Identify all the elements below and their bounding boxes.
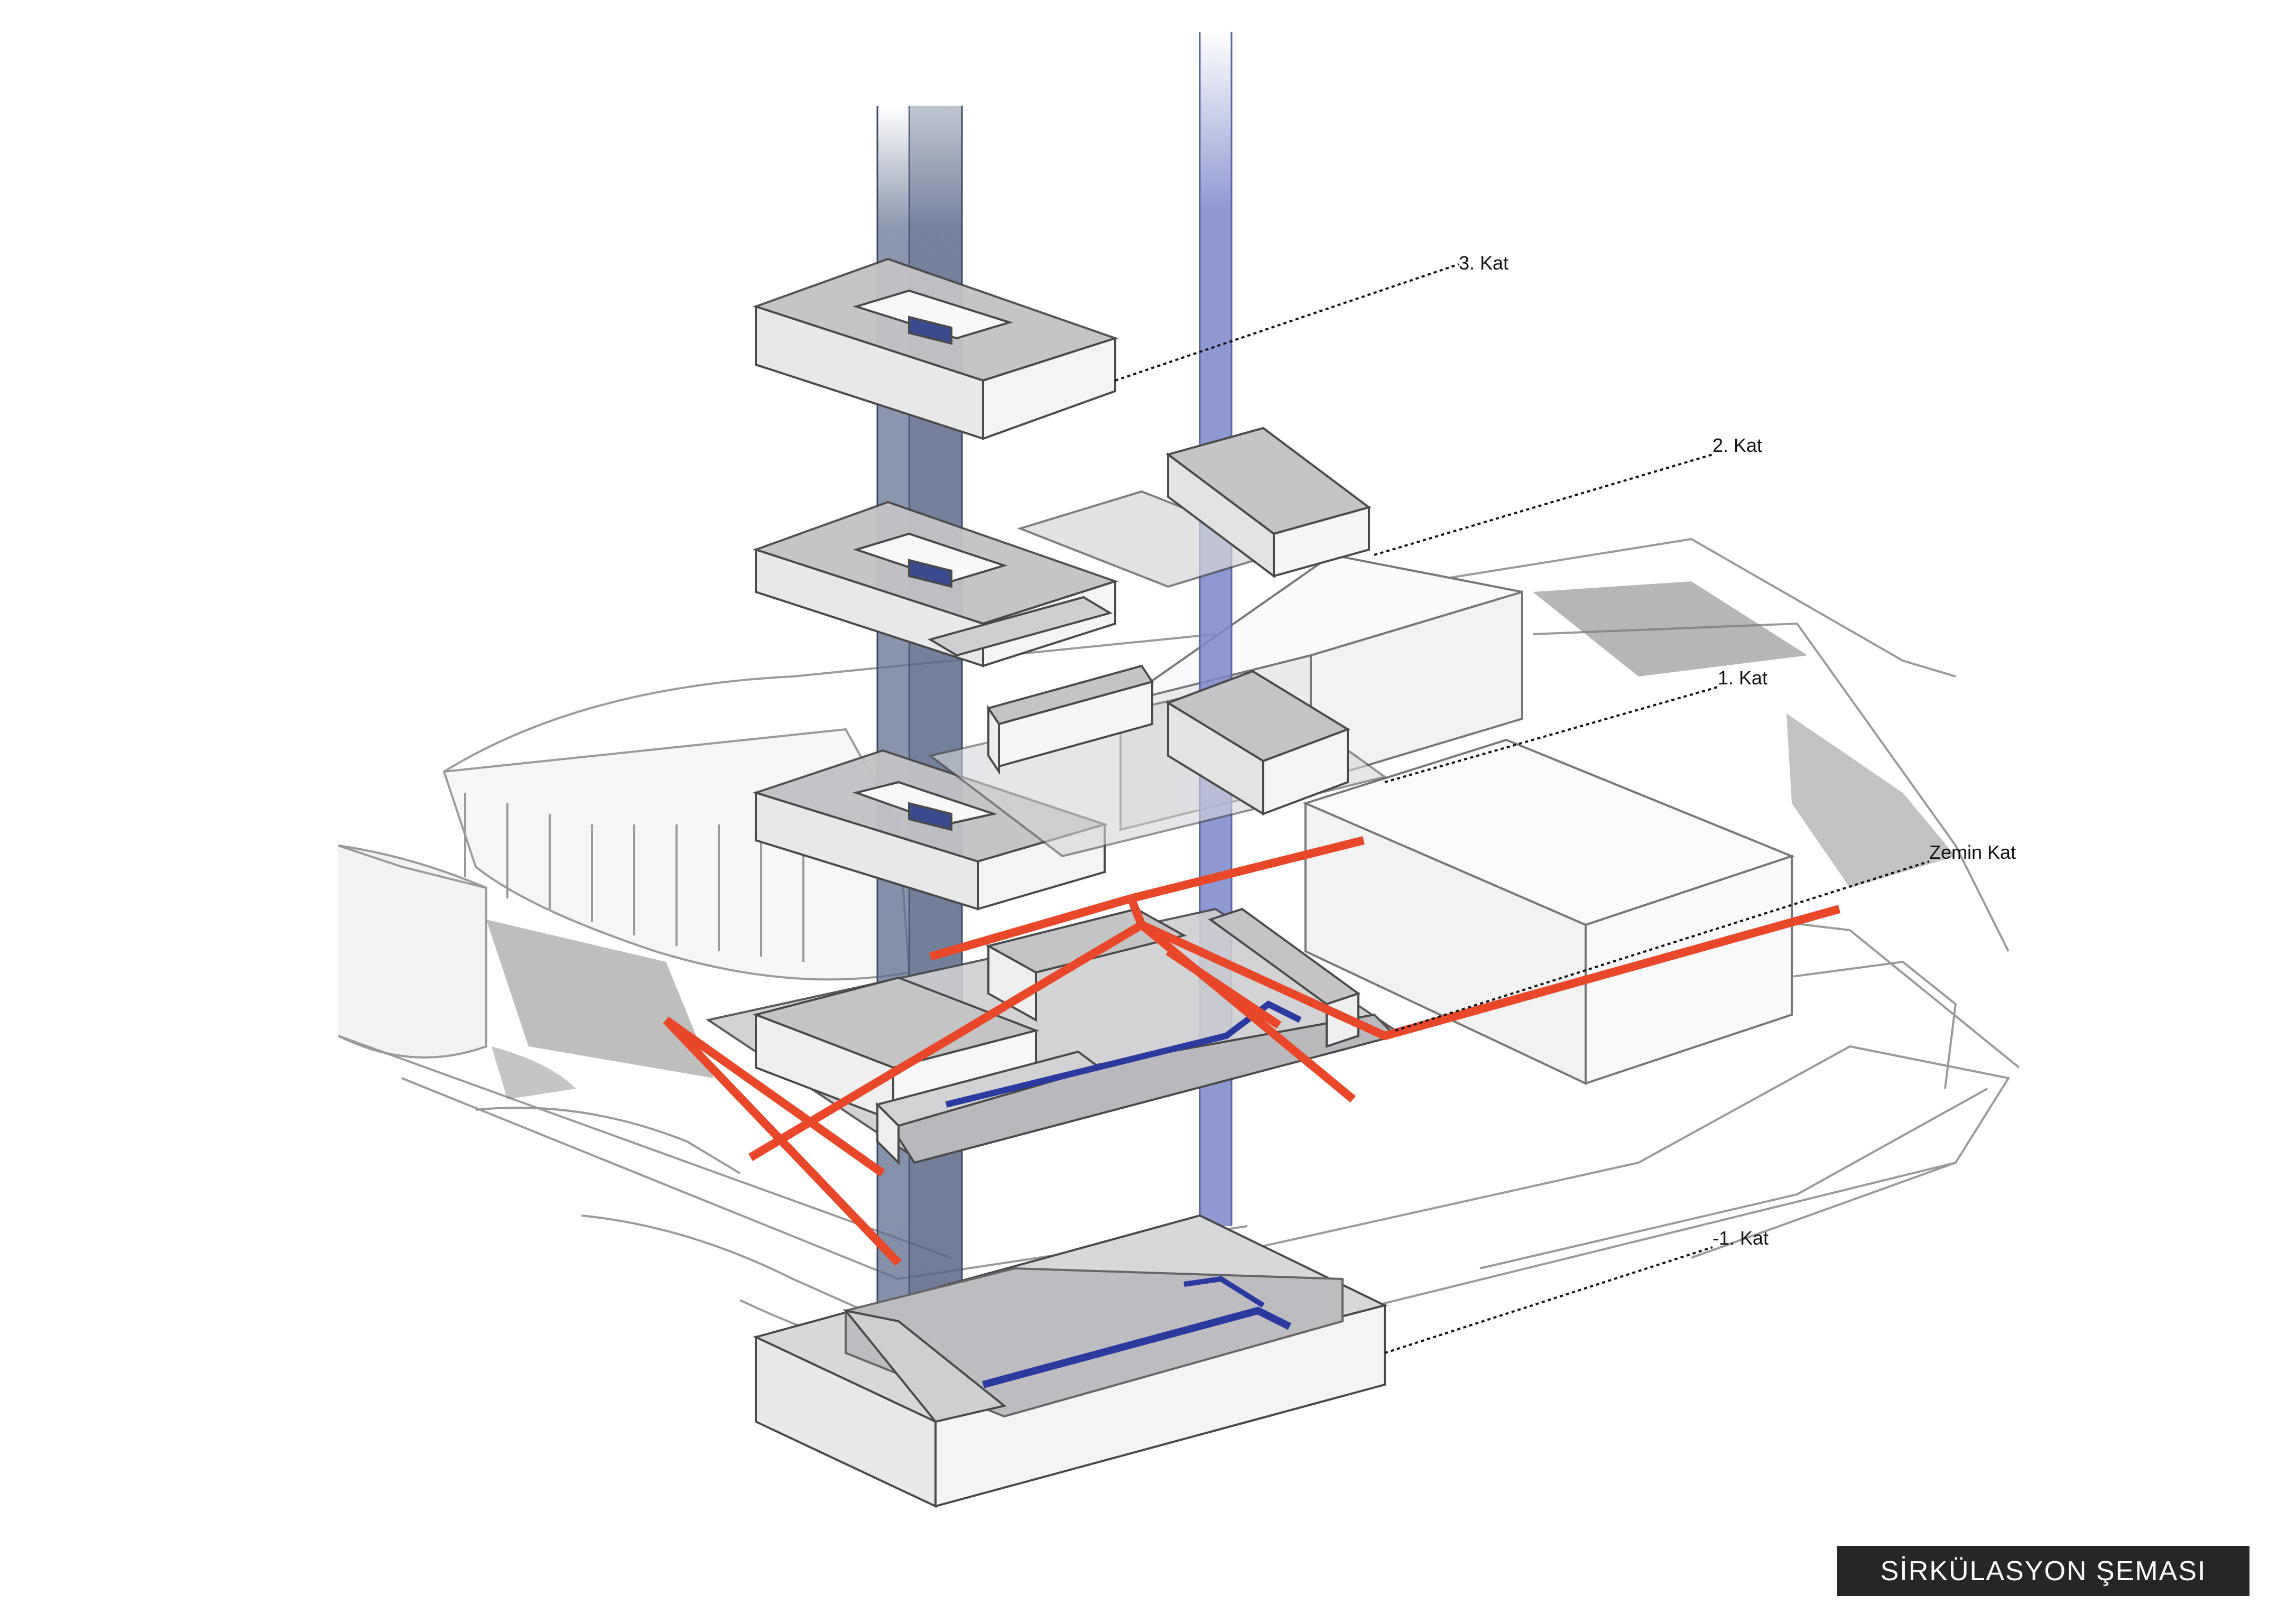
label-floor-2: 2. Kat [1712, 434, 1762, 456]
floor-1 [752, 664, 1387, 911]
horizontal-circulation [663, 836, 1841, 1266]
floor-2 [752, 426, 1372, 667]
label-basement-floor: -1. Kat [1712, 1227, 1769, 1249]
shadows [486, 581, 1956, 1099]
leader-lines [1115, 263, 1930, 1354]
label-ground-floor: Zemin Kat [1929, 841, 2016, 863]
neighbor-block-lower [1302, 738, 1795, 1086]
floor-ground [705, 907, 1398, 1165]
floor-basement [753, 1214, 1388, 1508]
label-floor-1: 1. Kat [1718, 667, 1767, 689]
label-floor-3: 3. Kat [1459, 252, 1508, 274]
floor-labels: 3. Kat 2. Kat 1. Kat Zemin Kat -1. Kat [1459, 252, 2016, 1249]
floor-3 [752, 257, 1119, 440]
diagram-title: SİRKÜLASYON ŞEMASI [1837, 1546, 2249, 1596]
